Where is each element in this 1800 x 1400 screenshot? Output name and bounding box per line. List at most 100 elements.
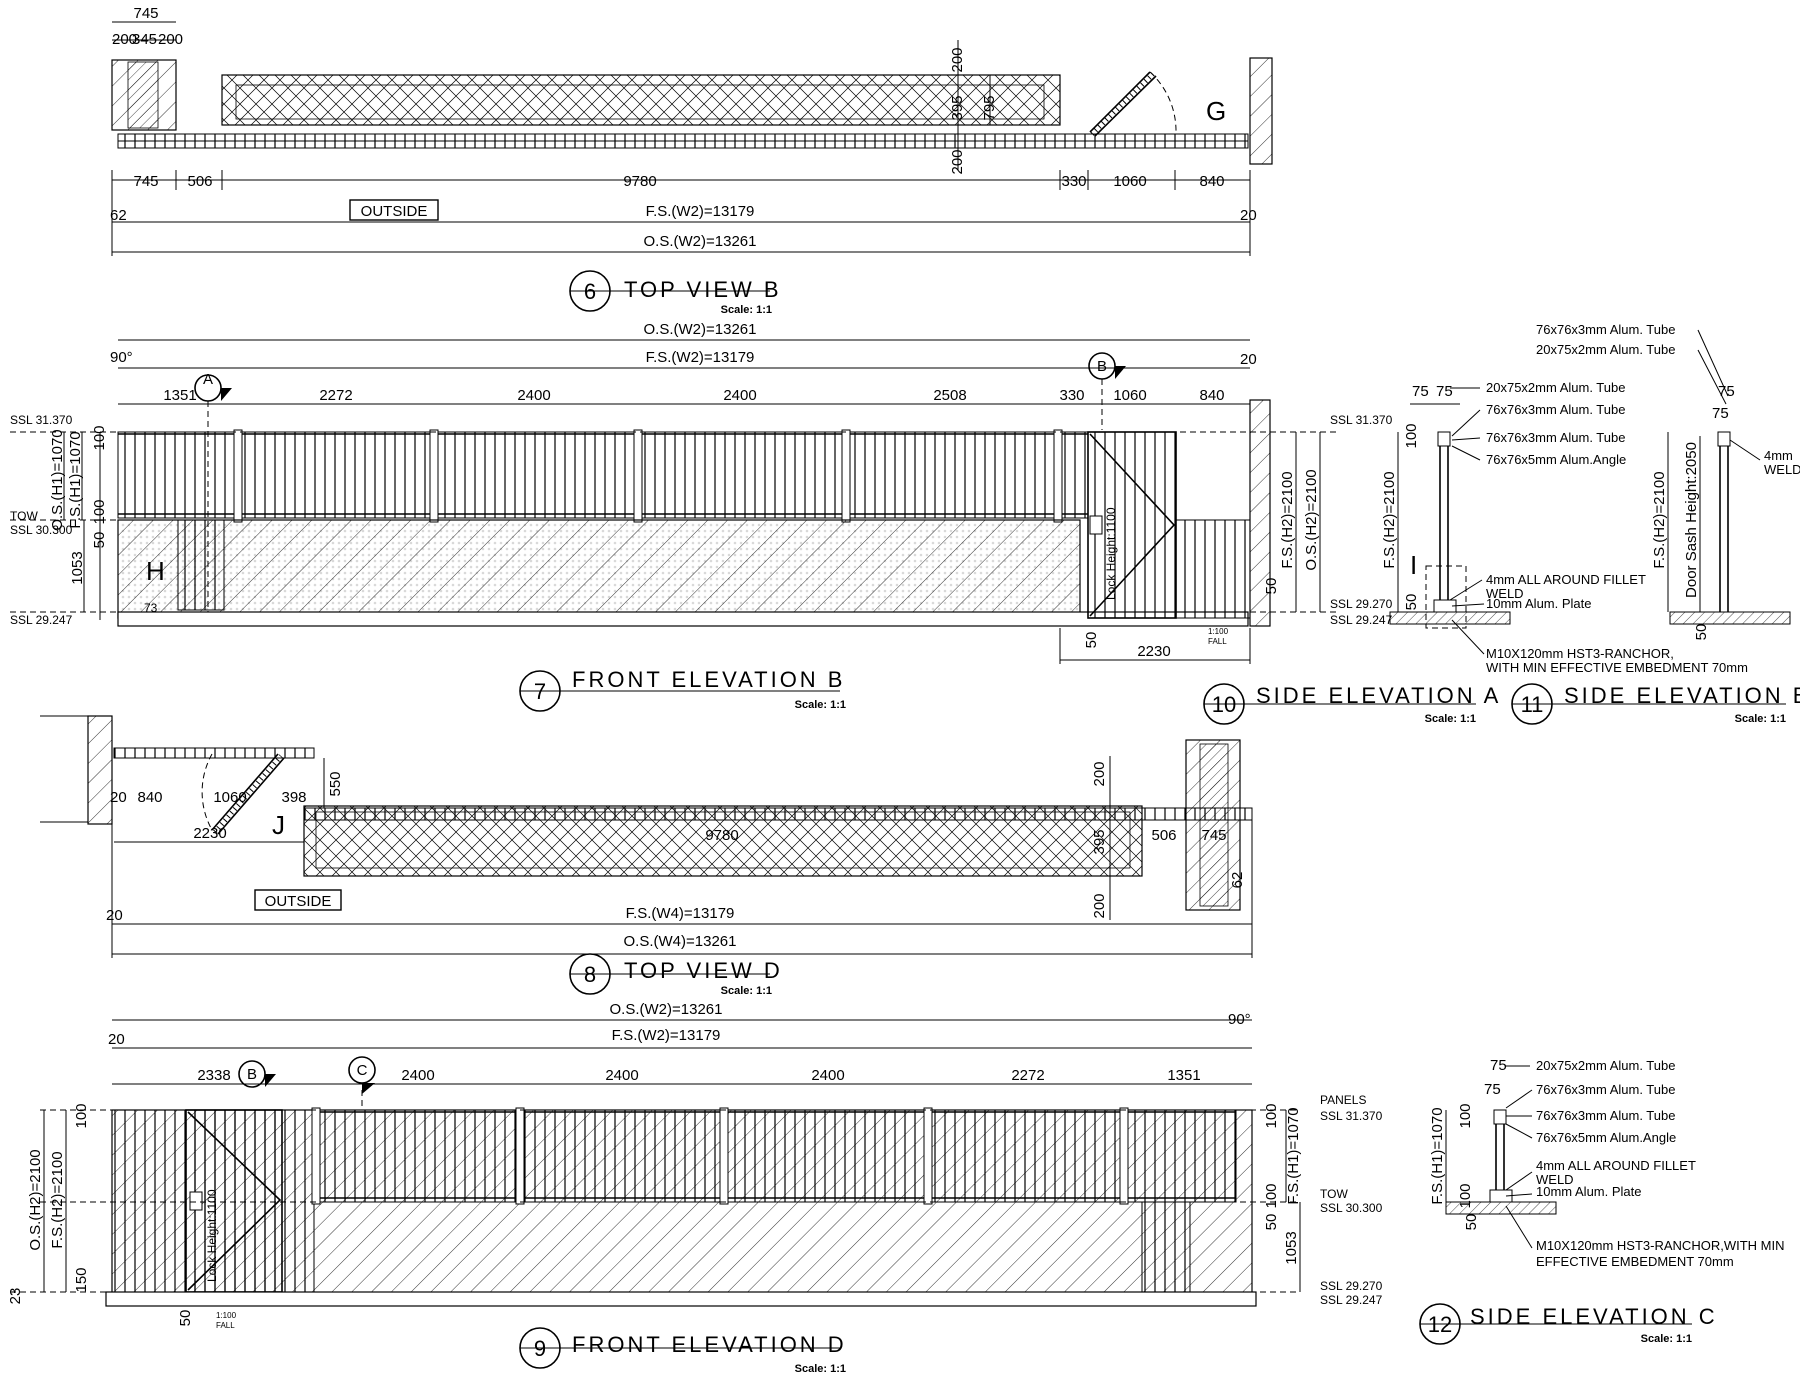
outside-label-box-d	[254, 889, 342, 911]
marker-i: I	[1410, 550, 1417, 580]
td-d200b: 200	[1091, 893, 1108, 918]
ground-slab-d	[105, 1291, 1257, 1307]
fb-d50: 50	[91, 532, 108, 549]
td-d20a: 20	[110, 789, 127, 806]
dim-v-395: 395	[949, 95, 966, 120]
os-w4: O.S.(W4)=13261	[624, 933, 737, 950]
step-panel-d	[1141, 1201, 1191, 1293]
view-9-title: FRONT ELEVATION D	[572, 1332, 847, 1357]
outside-label-d: OUTSIDE	[265, 893, 332, 910]
ssl-mid-left: SSL 30.300	[10, 523, 73, 537]
sc-note-1: 20x75x2mm Alum. Tube	[1536, 1058, 1675, 1073]
sa-note-4: 76x76x5mm Alum.Angle	[1486, 452, 1626, 467]
svg-text:C: C	[357, 1062, 368, 1079]
fb-seg-1351: 1351	[163, 387, 196, 404]
front-d-os: O.S.(W2)=13261	[610, 1001, 723, 1018]
sb-d75b: 75	[1712, 405, 1729, 422]
view-6-title: TOP VIEW B	[624, 277, 782, 302]
fd-d150: 150	[73, 1267, 90, 1292]
ground-slab	[117, 611, 1249, 627]
os-w2: O.S.(W2)=13261	[644, 233, 757, 250]
td-d62: 62	[1229, 872, 1246, 889]
fb-fs-h2: F.S.(H2)=2100	[1279, 471, 1296, 568]
td-d506: 506	[1151, 827, 1176, 844]
side-elevation-a: 75 75 100 F.S.(H2)=2100 50 I 20x75x2mm A…	[1203, 380, 1748, 725]
fd-ssl-b1: SSL 29.270	[1320, 1279, 1383, 1293]
sc-note-5b: WELD	[1536, 1172, 1574, 1187]
fd-lock: Lock Height:1100	[205, 1189, 219, 1282]
fd-d23: 23	[7, 1288, 24, 1305]
sc-note-7a: M10X120mm HST3-RANCHOR,WITH MIN	[1536, 1238, 1784, 1253]
fb-seg-2272: 2272	[319, 387, 352, 404]
sc-d75a: 75	[1490, 1057, 1507, 1074]
td-d1060: 1060	[213, 789, 246, 806]
fd-d100r2: 100	[1263, 1183, 1280, 1208]
sa-d100: 100	[1403, 423, 1420, 448]
sc-d75b: 75	[1484, 1081, 1501, 1098]
view-7-scale: Scale: 1:1	[795, 699, 846, 711]
front-b-fs: F.S.(W2)=13179	[646, 349, 755, 366]
section-marker-b-d: B	[238, 1060, 276, 1088]
fence-panels-d	[313, 1109, 1237, 1203]
sb-fs: F.S.(H2)=2100	[1651, 471, 1668, 568]
sa-note-7a: M10X120mm HST3-RANCHOR,	[1486, 646, 1674, 661]
sb-note-3b: WELD	[1764, 462, 1800, 477]
fd-seg-2400b: 2400	[605, 1067, 638, 1084]
fd-fall2: FALL	[216, 1321, 235, 1330]
fb-seg-330: 330	[1059, 387, 1084, 404]
seg-1060: 1060	[1113, 173, 1146, 190]
ssl-top-right: SSL 31.370	[1330, 413, 1393, 427]
fd-seg-2272: 2272	[1011, 1067, 1044, 1084]
sc-d100: 100	[1457, 1103, 1474, 1128]
sa-note-6: 10mm Alum. Plate	[1486, 596, 1592, 611]
sc-note-6: 10mm Alum. Plate	[1536, 1184, 1642, 1199]
fs-w4: F.S.(W4)=13179	[626, 905, 735, 922]
sa-note-7b: WITH MIN EFFECTIVE EMBEDMENT 70mm	[1486, 660, 1748, 675]
dim-745-top: 745	[133, 5, 158, 22]
dim-200-left: 200	[112, 31, 137, 48]
dim-62: 62	[110, 207, 127, 224]
dim-345: 345	[132, 31, 157, 48]
front-b-angle: 90°	[110, 349, 133, 366]
fd-d100: 100	[73, 1103, 90, 1128]
front-d-fs: F.S.(W2)=13179	[612, 1027, 721, 1044]
view-11-title: SIDE ELEVATION B	[1564, 683, 1800, 708]
fence-panels	[117, 431, 1089, 519]
fd-os-h2: O.S.(H2)=2100	[27, 1149, 44, 1250]
fd-fs-h2: F.S.(H2)=2100	[49, 1151, 66, 1248]
side-elevation-c: 75 75 100 F.S.(H1)=1070 100 50 20x75x2mm…	[1419, 1057, 1784, 1345]
sc-d100b: 100	[1457, 1183, 1474, 1208]
fd-seg-2400c: 2400	[811, 1067, 844, 1084]
front-d-d20: 20	[108, 1031, 125, 1048]
view-12-title: SIDE ELEVATION C	[1470, 1304, 1718, 1329]
fd-tow: TOW	[1320, 1187, 1348, 1201]
fb-seg-2508: 2508	[933, 387, 966, 404]
right-wall-elev	[1249, 399, 1271, 627]
td-d9780: 9780	[705, 827, 738, 844]
seg-840: 840	[1199, 173, 1224, 190]
fd-ssl-top: SSL 31.370	[1320, 1109, 1383, 1123]
sc-d50: 50	[1463, 1214, 1480, 1231]
sa-note-5b: WELD	[1486, 586, 1524, 601]
svg-text:B: B	[1097, 358, 1107, 375]
seg-9780: 9780	[623, 173, 656, 190]
fd-seg-2400a: 2400	[401, 1067, 434, 1084]
sc-note-4: 76x76x5mm Alum.Angle	[1536, 1130, 1676, 1145]
os-h1: O.S.(H1)=1070	[49, 429, 66, 530]
fb-fall2: FALL	[1208, 637, 1227, 646]
fd-d1053: 1053	[1283, 1231, 1300, 1264]
td-d550: 550	[327, 771, 344, 796]
top-view-d: 20 840 1060 398 550 2230 J 9780 200 395 …	[40, 715, 1253, 997]
td-d200a: 200	[1091, 761, 1108, 786]
view-9-scale: Scale: 1:1	[795, 1363, 846, 1375]
fb-d100a: 100	[91, 425, 108, 450]
view-10-scale: Scale: 1:1	[1425, 713, 1476, 725]
sb-note-3a: 4mm	[1764, 448, 1793, 463]
fb-d50b: 50	[1083, 632, 1100, 649]
td-d745: 745	[1201, 827, 1226, 844]
front-elevation-b: O.S.(W2)=13261 90° F.S.(W2)=13179 20 135…	[10, 321, 1393, 712]
fb-os-h2: O.S.(H2)=2100	[1303, 469, 1320, 570]
section-marker-b: B	[1088, 352, 1126, 430]
fb-d2230: 2230	[1137, 643, 1170, 660]
